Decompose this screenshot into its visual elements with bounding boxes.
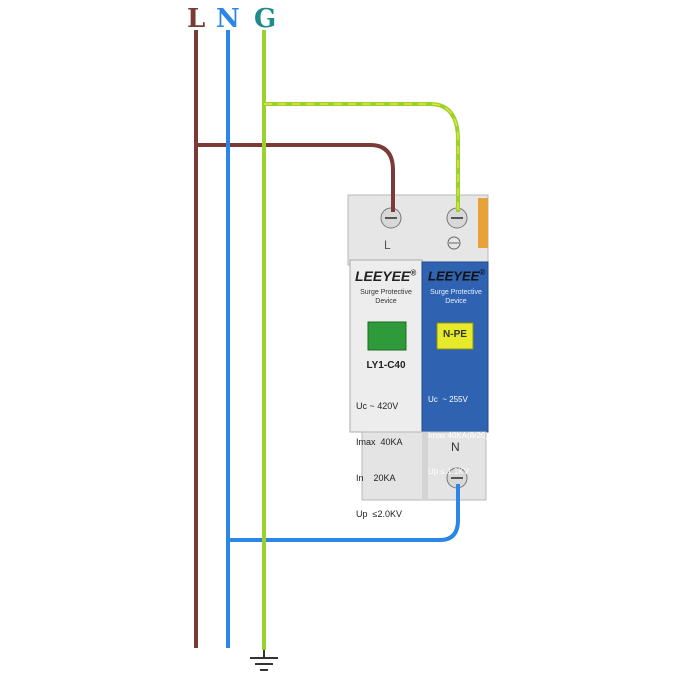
left-status-window [367,321,407,351]
right-window-text: N-PE [443,329,467,340]
ground-mark-icon [447,236,461,250]
neutral-branch-wire [228,484,460,542]
left-terminal-label: L [384,238,391,252]
left-model: LY1-C40 [366,360,406,371]
right-brand: LEEYEE® [428,268,486,284]
ground-branch-stripe [264,103,459,212]
label-line: L [187,4,206,34]
left-brand: LEEYEE® [355,268,417,284]
label-ground: G [254,4,277,34]
label-neutral: N [216,4,240,34]
left-specs: Uc ~ 420V Imax 40KA In 20KA Up ≤2.0KV [356,401,403,519]
right-specs: Uc ~ 255V Imax 40KA(8/20) Up ≤ 1.1KV [428,395,489,476]
line-branch-wire [196,143,395,212]
earth-ground-icon [250,650,278,671]
right-terminal-label: N [451,440,460,454]
top-terminal-block [347,194,489,266]
surge-protective-device [347,194,489,501]
right-status-window [436,322,474,350]
orange-tab [478,198,488,248]
